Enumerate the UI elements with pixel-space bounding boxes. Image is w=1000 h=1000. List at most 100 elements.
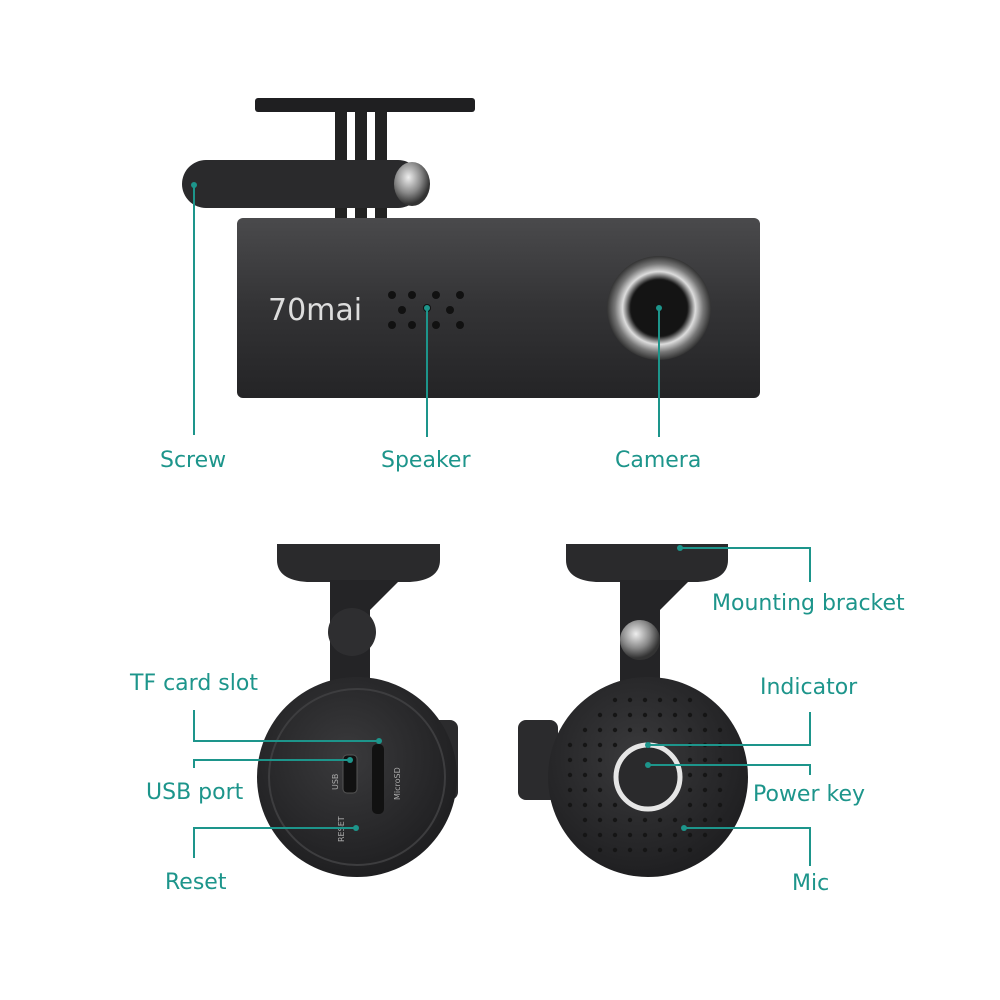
grille-hole	[657, 832, 663, 838]
grille-hole	[642, 847, 648, 853]
grille-hole	[702, 832, 708, 838]
label-mic: Mic	[792, 871, 830, 896]
grille-hole	[702, 802, 708, 808]
grille-hole	[687, 847, 693, 853]
grille-hole	[597, 742, 603, 748]
grille-hole	[567, 772, 573, 778]
grille-hole	[687, 772, 693, 778]
grille-hole	[627, 727, 633, 733]
label-speaker: Speaker	[381, 448, 471, 473]
grille-hole	[702, 787, 708, 793]
speaker-grille	[388, 291, 464, 329]
grille-hole	[672, 817, 678, 823]
grille-hole	[657, 817, 663, 823]
grille-hole	[612, 697, 618, 703]
grille-hole	[702, 712, 708, 718]
grille-hole	[642, 832, 648, 838]
grille-hole	[717, 787, 723, 793]
grille-hole	[612, 802, 618, 808]
grille-hole	[612, 742, 618, 748]
grille-hole	[612, 817, 618, 823]
grille-hole	[612, 832, 618, 838]
grille-hole	[687, 697, 693, 703]
grille-hole	[597, 772, 603, 778]
front-view-device: 70mai	[182, 98, 760, 398]
grille-hole	[627, 847, 633, 853]
label-reset: Reset	[165, 870, 227, 895]
grille-hole	[642, 727, 648, 733]
grille-hole	[627, 712, 633, 718]
grille-hole	[597, 802, 603, 808]
grille-hole	[582, 742, 588, 748]
grille-hole	[702, 727, 708, 733]
grille-hole	[717, 772, 723, 778]
grille-hole	[657, 697, 663, 703]
grille-hole	[657, 727, 663, 733]
grille-hole	[582, 832, 588, 838]
grille-hole	[627, 832, 633, 838]
camera-body	[237, 218, 760, 398]
grille-hole	[687, 727, 693, 733]
grille-hole	[672, 832, 678, 838]
grille-hole	[612, 727, 618, 733]
power-key-ring	[613, 742, 683, 812]
grille-hole	[672, 712, 678, 718]
grille-hole	[687, 802, 693, 808]
grille-hole	[567, 802, 573, 808]
grille-hole	[687, 757, 693, 763]
grille-hole	[717, 802, 723, 808]
grille-hole	[687, 787, 693, 793]
grille-hole	[582, 802, 588, 808]
grille-hole	[582, 787, 588, 793]
grille-hole	[672, 847, 678, 853]
grille-hole	[717, 817, 723, 823]
grille-hole	[642, 697, 648, 703]
grille-hole	[642, 712, 648, 718]
grille-hole	[612, 712, 618, 718]
grille-hole	[597, 847, 603, 853]
grille-hole	[657, 712, 663, 718]
label-camera: Camera	[615, 448, 702, 473]
label-tf-card-slot: TF card slot	[130, 671, 258, 696]
grille-hole	[597, 832, 603, 838]
label-screw: Screw	[160, 448, 227, 473]
grille-hole	[597, 817, 603, 823]
grille-hole	[672, 727, 678, 733]
grille-hole	[687, 817, 693, 823]
leader-lines	[193, 185, 811, 866]
grille-hole	[597, 787, 603, 793]
label-usb-port: USB port	[146, 780, 244, 805]
mic-holes	[567, 697, 723, 853]
usb-marking: USB	[331, 774, 340, 790]
grille-hole	[717, 757, 723, 763]
grille-hole	[582, 772, 588, 778]
grille-hole	[717, 727, 723, 733]
grille-hole	[582, 757, 588, 763]
leader-dots	[191, 182, 687, 831]
grille-hole	[597, 727, 603, 733]
reset-marking: RESET	[337, 816, 346, 842]
screw-knob	[182, 160, 422, 208]
grille-hole	[597, 757, 603, 763]
grille-hole	[612, 847, 618, 853]
grille-hole	[672, 697, 678, 703]
grille-hole	[627, 817, 633, 823]
grille-hole	[657, 847, 663, 853]
label-mounting-bracket: Mounting bracket	[712, 591, 905, 616]
grille-hole	[582, 817, 588, 823]
grille-hole	[567, 787, 573, 793]
grille-hole	[567, 742, 573, 748]
grille-hole	[702, 757, 708, 763]
label-indicator: Indicator	[760, 675, 858, 700]
grille-hole	[702, 817, 708, 823]
microsd-marking: MicroSD	[393, 767, 402, 800]
label-power-key: Power key	[753, 782, 866, 807]
grille-hole	[567, 757, 573, 763]
grille-hole	[687, 712, 693, 718]
brand-logo: 70mai	[268, 293, 362, 328]
grille-hole	[702, 772, 708, 778]
mount-plate	[255, 98, 475, 112]
grille-hole	[642, 817, 648, 823]
